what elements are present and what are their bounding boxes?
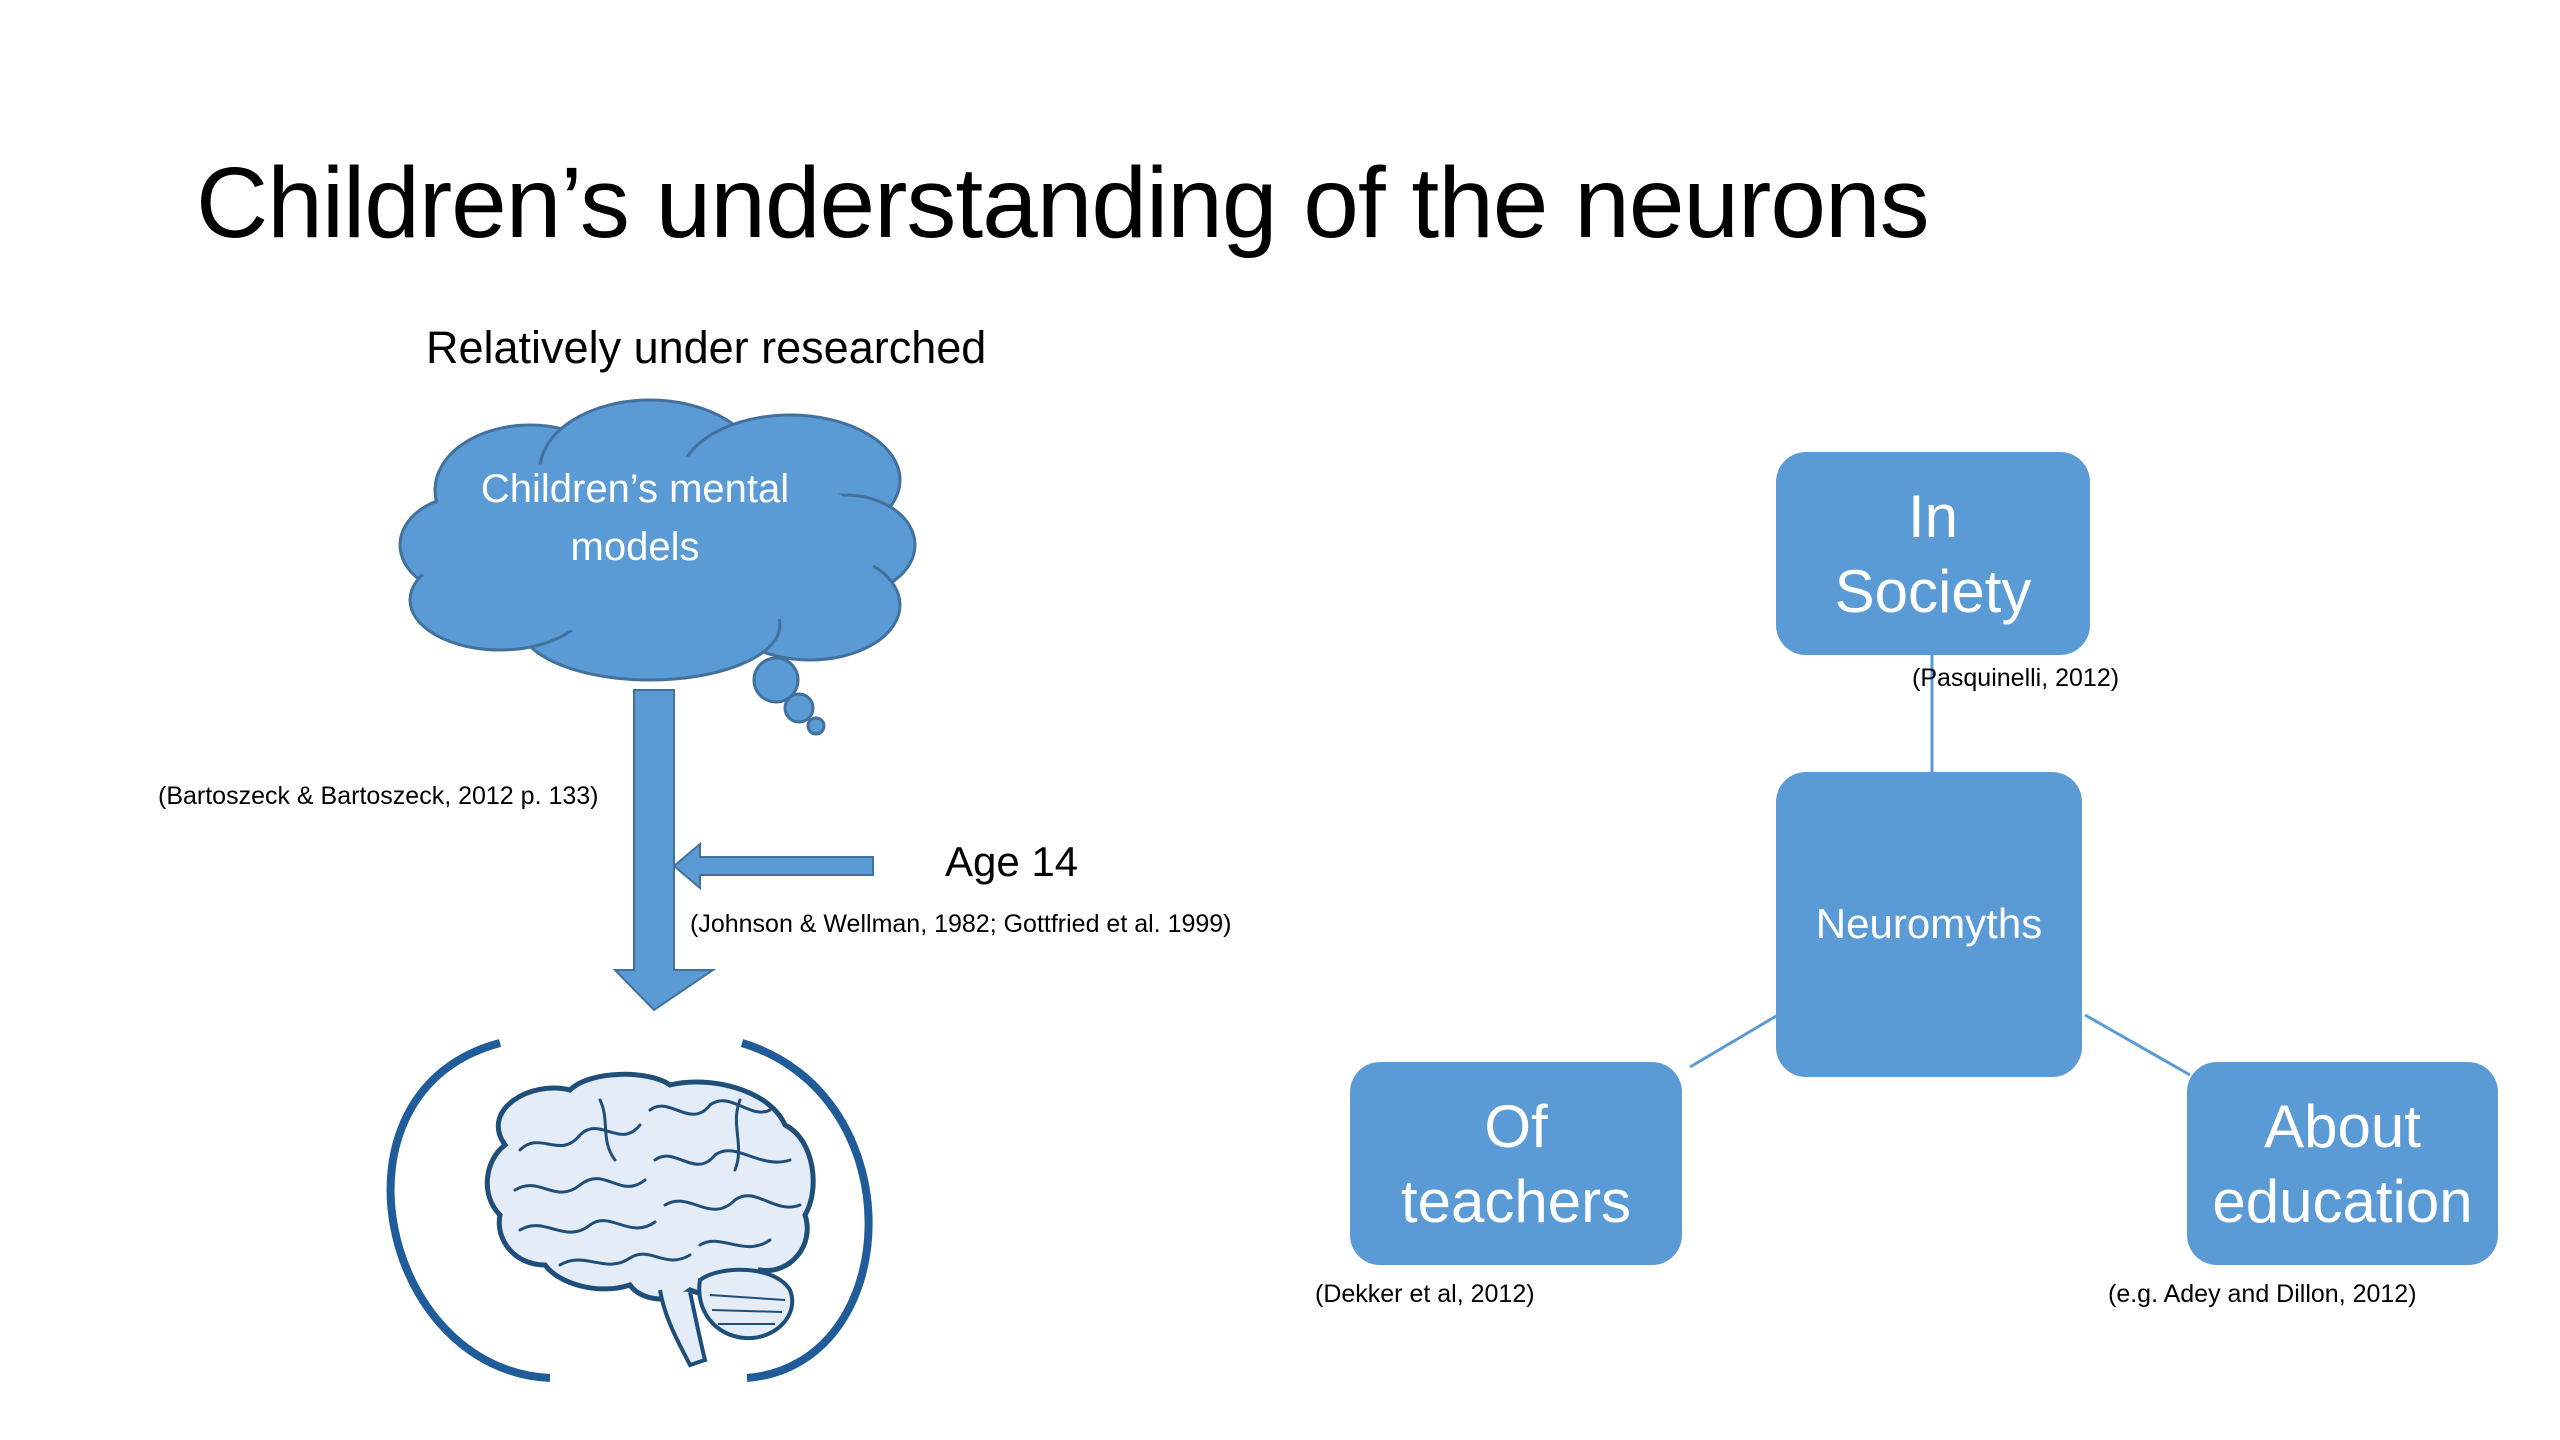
connector-lines (1689, 655, 2191, 1077)
node-about-education-label: About education (2212, 1092, 2473, 1235)
node-in-society-label: In Society (1834, 482, 2032, 625)
node-in-society: In Society (1776, 452, 2090, 655)
citation-bartoszeck: (Bartoszeck & Bartoszeck, 2012 p. 133) (158, 782, 599, 810)
age-label: Age 14 (945, 838, 1079, 885)
node-neuromyths: Neuromyths (1776, 772, 2082, 1077)
thought-cloud (398, 398, 917, 736)
citation-pasquinelli: (Pasquinelli, 2012) (1912, 664, 2120, 692)
node-neuromyths-label: Neuromyths (1815, 900, 2043, 948)
slide-title: Children’s understanding of the neurons (196, 147, 1930, 259)
citation-johnson: (Johnson & Wellman, 1982; Gottfried et a… (690, 910, 1232, 938)
node-of-teachers: Of teachers (1350, 1062, 1682, 1265)
citation-adey: (e.g. Adey and Dillon, 2012) (2108, 1280, 2417, 1308)
left-arrow (672, 841, 874, 891)
citation-dekker: (Dekker et al, 2012) (1315, 1280, 1535, 1308)
down-arrow (612, 689, 717, 1012)
slide-subtitle: Relatively under researched (426, 322, 987, 373)
node-about-education: About education (2187, 1062, 2498, 1265)
cloud-label: Children’s mental models (480, 467, 790, 569)
node-of-teachers-label: Of teachers (1400, 1092, 1632, 1235)
brain-illustration (386, 1039, 873, 1382)
